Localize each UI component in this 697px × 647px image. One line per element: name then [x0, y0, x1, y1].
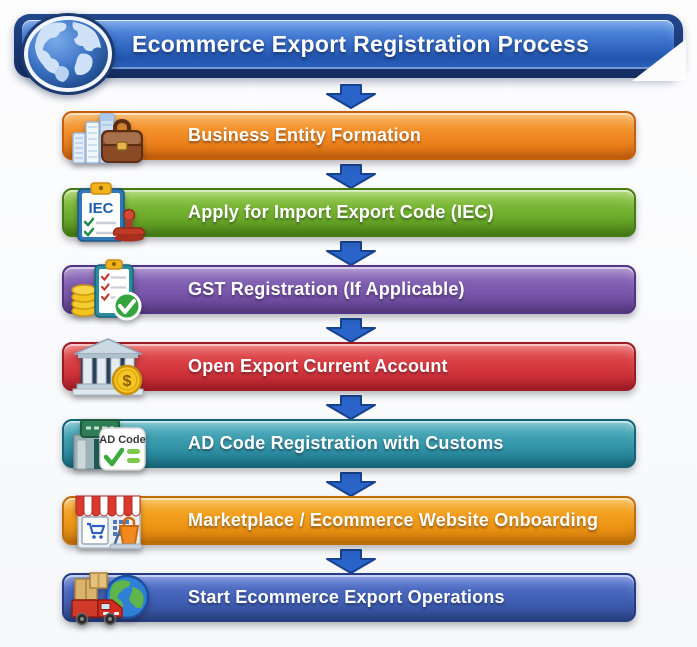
books-briefcase-icon — [70, 105, 148, 169]
step-label: AD Code Registration with Customs — [188, 433, 504, 453]
flow-arrow — [322, 240, 380, 267]
step-ad-code-registration: AD Code AD Code Registration with Custom… — [62, 419, 636, 471]
step-marketplace-onboarding: Marketplace / Ecommerce Website Onboardi… — [62, 495, 636, 550]
step-gst-registration: GST Registration (If Applicable) — [62, 259, 636, 321]
svg-text:$: $ — [123, 373, 132, 390]
step-label: Start Ecommerce Export Operations — [188, 587, 505, 607]
header-banner: Ecommerce Export Registration Process — [14, 14, 686, 81]
svg-text:IEC: IEC — [88, 200, 113, 217]
header-corner-cut — [632, 39, 686, 81]
truck-globe-icon — [70, 567, 150, 631]
step-label: Open Export Current Account — [188, 356, 448, 376]
step-label: Business Entity Formation — [188, 125, 422, 145]
step-label: GST Registration (If Applicable) — [188, 279, 465, 299]
flow-arrow — [322, 163, 380, 190]
flow-arrow — [322, 548, 380, 575]
step-start-export-operations: Start Ecommerce Export Operations — [62, 572, 636, 626]
marketplace-storefront-icon — [70, 490, 148, 554]
globe-icon — [18, 10, 118, 98]
step-open-export-account: $ Open Export Current Account — [62, 338, 636, 396]
step-apply-iec: IEC Apply for Import Export Code (IEC) — [62, 182, 636, 242]
flow-arrow — [322, 317, 380, 344]
step-business-entity-formation: Business Entity Formation — [62, 111, 636, 164]
step-label: Apply for Import Export Code (IEC) — [188, 202, 494, 222]
gst-checklist-coins-icon — [70, 259, 148, 323]
flow-arrow — [322, 471, 380, 498]
flow-arrow — [322, 83, 380, 110]
bank-dollar-coin-icon: $ — [70, 336, 148, 400]
header-inner-panel: Ecommerce Export Registration Process — [22, 20, 674, 69]
customs-adcode-icon: AD Code — [70, 413, 148, 477]
step-label: Marketplace / Ecommerce Website Onboardi… — [188, 510, 599, 530]
iec-clipboard-stamp-icon: IEC — [70, 182, 148, 246]
page-title: Ecommerce Export Registration Process — [132, 31, 590, 57]
svg-text:AD Code: AD Code — [99, 434, 145, 446]
flow-arrow — [322, 394, 380, 421]
